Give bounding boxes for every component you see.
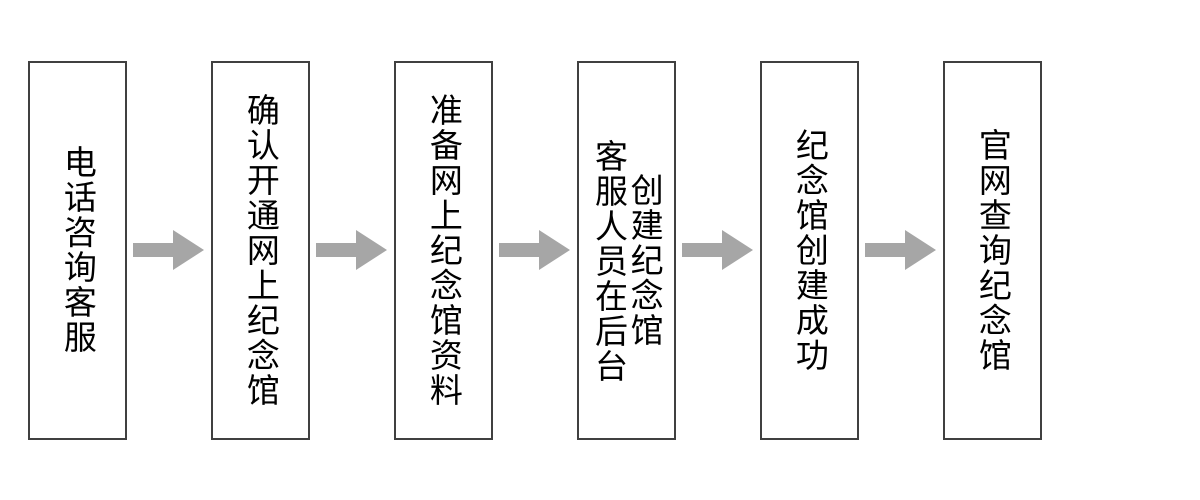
right-arrow-icon bbox=[865, 230, 936, 270]
right-arrow-icon bbox=[316, 230, 387, 270]
flow-node-label: 准备网上纪念馆资料 bbox=[424, 92, 464, 408]
flow-node-label: 电话咨询客服 bbox=[58, 145, 98, 355]
right-arrow-icon bbox=[499, 230, 570, 270]
flow-node-label-column-right: 创建纪念馆 bbox=[625, 172, 665, 348]
flow-node-label: 纪念馆创建成功 bbox=[790, 127, 830, 373]
flow-node-support-creates-memorial[interactable]: 创建纪念馆 客服人员在后台 bbox=[577, 60, 676, 440]
flow-node-query-memorial-on-site[interactable]: 官网查询纪念馆 bbox=[943, 60, 1042, 440]
right-arrow-icon bbox=[133, 230, 204, 270]
right-arrow-icon bbox=[682, 230, 753, 270]
flow-node-label: 确认开通网上纪念馆 bbox=[241, 92, 281, 408]
flow-node-confirm-open-memorial[interactable]: 确认开通网上纪念馆 bbox=[211, 60, 310, 440]
flow-node-memorial-created-success[interactable]: 纪念馆创建成功 bbox=[760, 60, 859, 440]
flow-node-label-column-left: 客服人员在后台 bbox=[589, 138, 629, 384]
flow-node-label: 官网查询纪念馆 bbox=[973, 127, 1013, 373]
flow-node-prepare-memorial-materials[interactable]: 准备网上纪念馆资料 bbox=[394, 60, 493, 440]
flow-node-phone-consult-support[interactable]: 电话咨询客服 bbox=[28, 60, 127, 440]
